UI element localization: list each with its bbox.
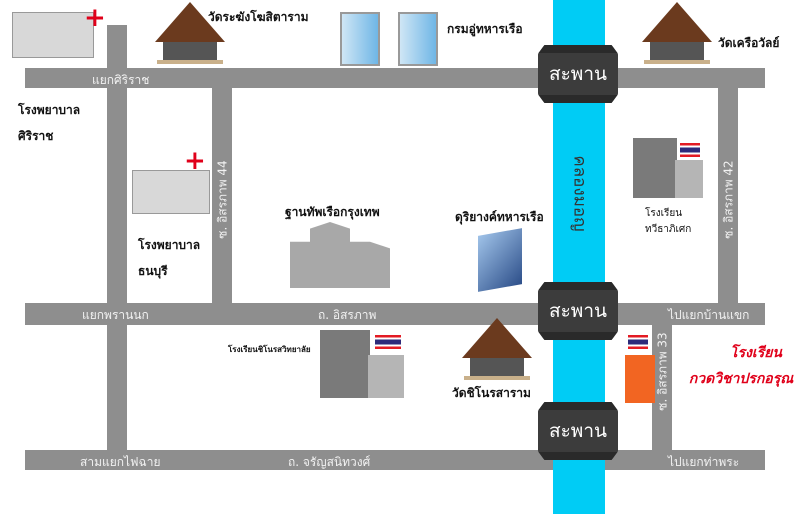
temple-icon: [642, 2, 712, 64]
school-building-icon: [633, 138, 677, 198]
navy-band-label: ดุริยางค์ทหารเรือ: [455, 210, 544, 224]
office-building-icon: [340, 12, 380, 66]
chinorot-school-label: โรงเรียนชิโนรสวิทยาลัย: [228, 344, 311, 354]
thawee-school-label: โรงเรียนทวีธาภิเศก: [645, 206, 691, 238]
soi-33-label: ซ. อิสรภาพ 33: [655, 332, 670, 411]
red-cross-icon: +: [84, 3, 106, 33]
bridge-middle: สะพาน: [538, 282, 618, 340]
hospital-icon: [132, 170, 210, 214]
thai-flag-icon: [628, 335, 648, 349]
siriraj-hospital-label: โรงพยาบาลศิริราช: [18, 97, 80, 149]
bridge-label: สะพาน: [549, 300, 607, 322]
bridge-bottom: สะพาน: [538, 402, 618, 460]
thai-flag-icon: [375, 335, 401, 349]
school-building-icon: [320, 330, 370, 398]
navy-dept-label: กรมอู่ทหารเรือ: [447, 22, 523, 36]
bridge-label: สะพาน: [549, 420, 607, 442]
label-line: โรงพยาบาล: [138, 238, 201, 252]
siriraj-junction-label: แยกศิริราช: [92, 73, 150, 87]
label-line: โรงพยาบาล: [18, 103, 81, 117]
label-line: ธนบุรี: [138, 264, 168, 278]
school-building-icon: [675, 160, 703, 198]
temple-icon: [155, 2, 225, 64]
bridge-label: สะพาน: [549, 63, 607, 85]
label-line: โรงเรียน: [645, 208, 683, 219]
road-soi-44: [212, 88, 232, 303]
label-line: ทวีธาภิเศก: [645, 224, 692, 235]
label-line: โรงเรียน: [730, 345, 782, 361]
road-soi-33: [652, 325, 672, 450]
hospital-icon: [12, 12, 94, 58]
bridge-top: สะพาน: [538, 45, 618, 103]
school-building-icon: [368, 355, 404, 398]
thonburi-hospital-label: โรงพยาบาลธนบุรี: [138, 232, 200, 284]
phrannok-junction-label: แยกพรานนก: [82, 308, 149, 322]
wat-khruawan-label: วัดเครือวัลย์: [718, 36, 780, 50]
charansanitwong-road-label: ถ. จรัญสนิทวงศ์: [288, 455, 371, 469]
red-cross-icon: +: [184, 146, 206, 176]
label-line: ศิริราช: [18, 129, 54, 143]
navy-base-label: ฐานทัพเรือกรุงเทพ: [285, 205, 380, 219]
soi-44-label: ซ. อิสรภาพ 44: [215, 160, 230, 239]
city-buildings-icon: [290, 222, 390, 288]
to-tha-phra-label: ไปแยกท่าพระ: [668, 455, 740, 469]
label-line: กวดวิชาปรกอรุณ: [688, 371, 794, 387]
road-soi-42: [718, 88, 738, 303]
isaraphap-road-label: ถ. อิสรภาพ: [318, 308, 377, 322]
wat-rakhang-label: วัดระฆังโฆสิตาราม: [208, 10, 309, 24]
temple-icon: [462, 318, 532, 380]
to-ban-khaek-label: ไปแยกบ้านแขก: [668, 308, 750, 322]
target-school-label: โรงเรียนกวดวิชาปรกอรุณ: [686, 340, 796, 392]
fai-chai-junction-label: สามแยกไฟฉาย: [80, 455, 161, 469]
road-vertical-left: [107, 25, 127, 470]
soi-42-label: ซ. อิสรภาพ 42: [721, 160, 736, 239]
target-school-building-icon: [625, 355, 655, 403]
glass-building-icon: [478, 228, 522, 292]
office-building-icon: [398, 12, 438, 66]
wat-chinorot-label: วัดชิโนรสาราม: [452, 386, 531, 400]
thai-flag-icon: [680, 143, 700, 157]
canal-label: คลองมอญ: [569, 155, 590, 232]
